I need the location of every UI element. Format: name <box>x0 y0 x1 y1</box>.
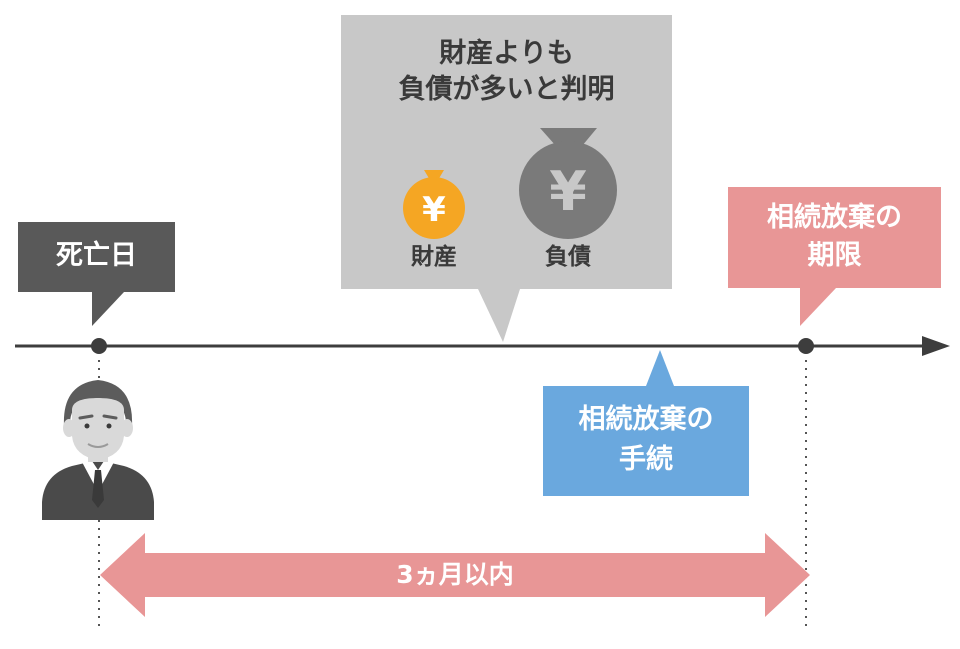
renunciation-deadline-line1: 相続放棄の <box>767 202 902 233</box>
debt-discovered-callout: ¥ ¥ <box>341 15 672 342</box>
renunciation-procedure-box <box>543 386 749 496</box>
timeline-arrowhead <box>922 336 950 356</box>
debts-yen-symbol: ¥ <box>549 160 587 223</box>
assets-money-bag-icon: ¥ <box>403 170 465 239</box>
elderly-man-icon <box>42 380 154 520</box>
renunciation-procedure-pointer <box>646 350 674 386</box>
deadline-marker <box>798 338 814 354</box>
assets-label: 財産 <box>411 244 457 270</box>
debts-label: 負債 <box>545 244 591 270</box>
debts-money-bag-icon: ¥ <box>519 128 617 239</box>
renunciation-procedure-line2: 手続 <box>619 444 673 475</box>
death-date-callout <box>18 222 175 326</box>
period-double-arrow <box>100 533 810 617</box>
renunciation-deadline-box <box>728 187 941 288</box>
death-date-pointer <box>92 292 124 326</box>
period-label: 3ヵ月以内 <box>396 560 514 589</box>
death-date-marker <box>91 338 107 354</box>
death-date-box <box>18 222 175 292</box>
renunciation-procedure-line1: 相続放棄の <box>578 404 714 435</box>
renunciation-deadline-line2: 期限 <box>807 240 862 271</box>
debt-discovered-box <box>341 15 672 289</box>
assets-yen-symbol: ¥ <box>422 190 446 230</box>
debt-discovered-line1: 財産よりも <box>439 38 574 69</box>
renunciation-procedure-callout <box>543 350 749 496</box>
debt-discovered-line2: 負債が多いと判明 <box>398 74 615 105</box>
death-date-label: 死亡日 <box>56 240 137 271</box>
renunciation-deadline-pointer <box>800 288 836 326</box>
debt-discovered-pointer <box>478 289 520 342</box>
renunciation-deadline-callout <box>728 187 941 326</box>
